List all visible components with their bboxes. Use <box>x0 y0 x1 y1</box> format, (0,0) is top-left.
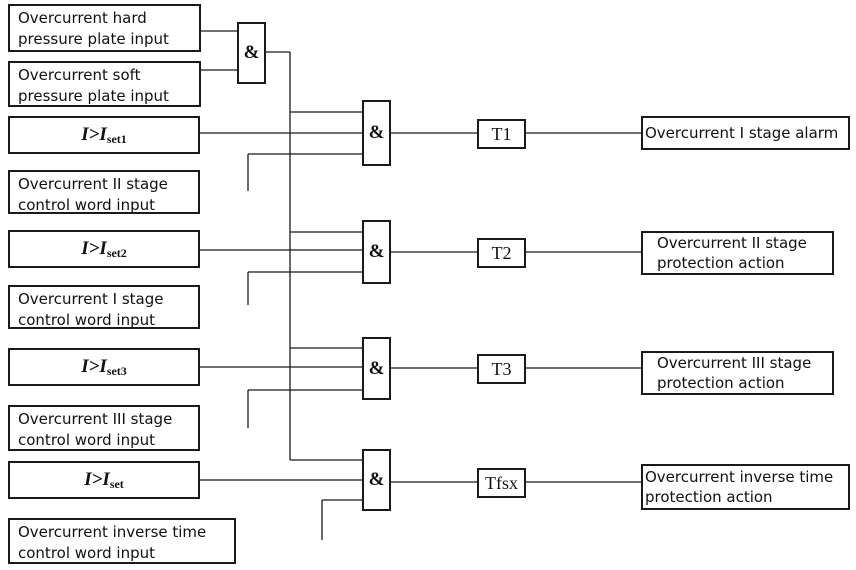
output-stage-I-alarm: Overcurrent I stage alarm <box>641 116 850 150</box>
output-stage-II-action: Overcurrent II stage protection action <box>641 231 834 275</box>
timer-t1: T1 <box>477 119 526 149</box>
condition-subscript: set <box>109 476 124 491</box>
output-inverse-time-action: Overcurrent inverse time protection acti… <box>641 464 850 510</box>
input-hard-plate: Overcurrent hard pressure plate input <box>8 4 201 52</box>
and-gate-inverse-time: & <box>362 449 391 511</box>
and-gate-stage-2: & <box>362 220 391 284</box>
input-ctrl-stage-III: Overcurrent III stage control word input <box>8 405 200 451</box>
timer-t2: T2 <box>477 238 526 268</box>
condition-main-text: I>I <box>81 124 107 145</box>
output-stage-III-action: Overcurrent III stage protection action <box>641 351 834 395</box>
condition-subscript: set3 <box>106 363 127 378</box>
and-gate-stage-1: & <box>362 100 391 166</box>
condition-main-text: I>I <box>81 238 107 259</box>
and-gate-stage-3: & <box>362 337 391 400</box>
and-gate-plates: & <box>237 22 266 84</box>
condition-subscript: set1 <box>106 131 127 146</box>
timer-t3: T3 <box>477 354 526 384</box>
condition-main-text: I>I <box>84 469 110 490</box>
input-soft-plate: Overcurrent soft pressure plate input <box>8 61 201 107</box>
condition-subscript: set2 <box>106 245 127 260</box>
timer-tfsx: Tfsx <box>477 468 526 498</box>
input-ctrl-stage-II: Overcurrent II stage control word input <box>8 170 200 214</box>
input-ctrl-stage-I: Overcurrent I stage control word input <box>8 285 200 329</box>
input-ctrl-inverse-time: Overcurrent inverse time control word in… <box>8 518 236 564</box>
condition-main-text: I>I <box>81 356 107 377</box>
